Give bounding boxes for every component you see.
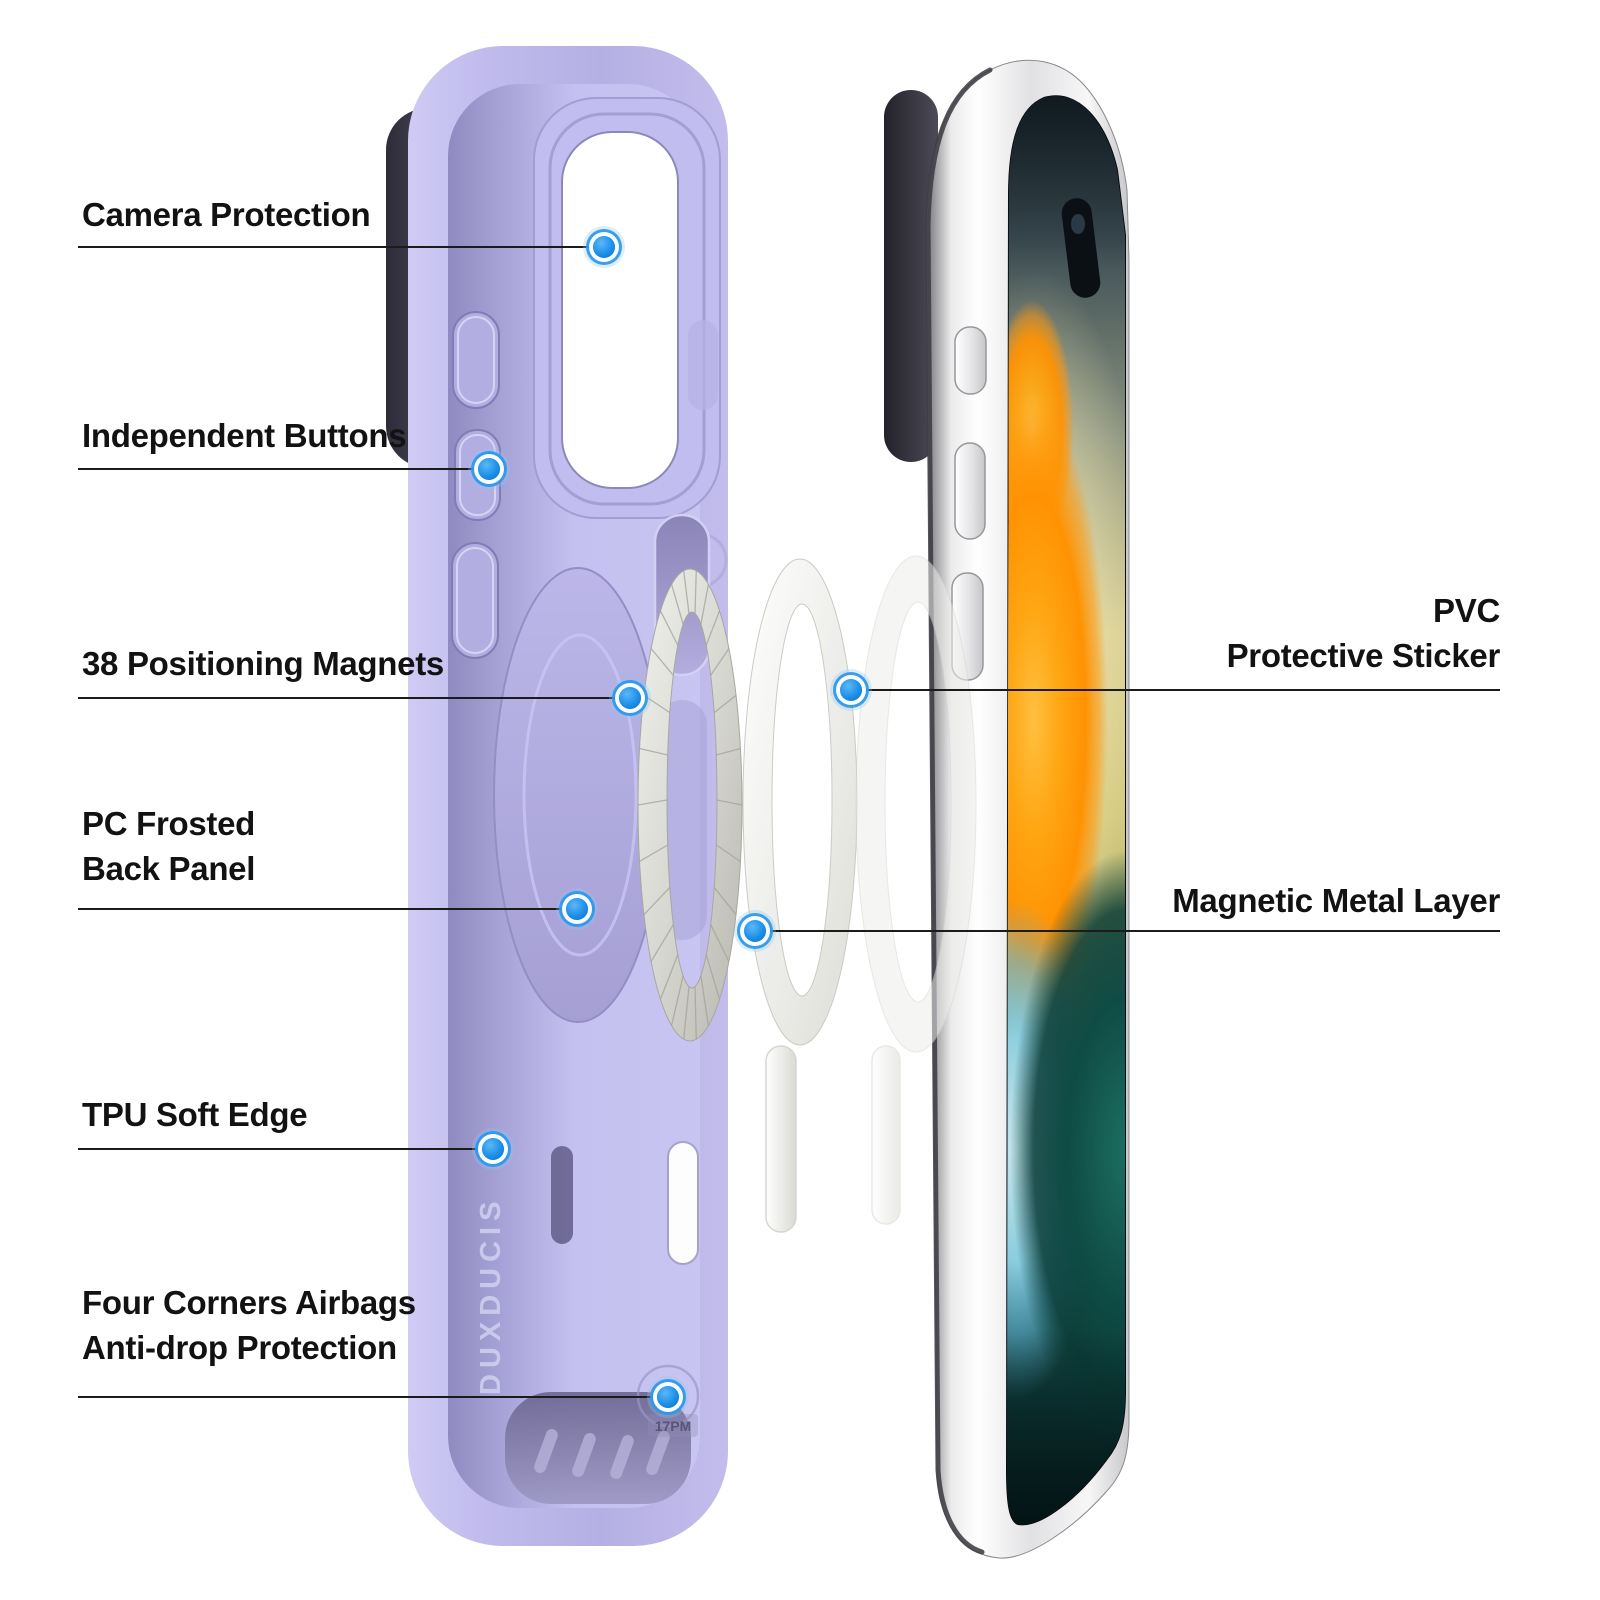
mold-marking-patch [648,1414,698,1437]
marker-dot-airbags [657,1386,679,1408]
camera-cutout-hole [561,131,679,489]
callout-label-pc-frosted-line1: PC Frosted [82,805,256,842]
phone-case-illustration: 17PM DUXDUCIS [386,46,728,1546]
phone-camera-bump [884,90,938,462]
phone-back-edge [925,67,993,1555]
leader-line-camera-protection [78,246,604,248]
callout-label-camera-protection: Camera Protection [82,196,371,233]
mold-marking-text: 17PM [655,1418,692,1434]
marker-dot-pc-frosted [566,898,588,920]
brand-engraving: DUXDUCIS [475,1196,507,1395]
marker-dot-independent-buttons [478,458,500,480]
bottom-slot-hole [667,1141,699,1265]
phone-wallpaper [1007,96,1125,1525]
phone-illustration [884,59,1130,1559]
case-side-buttons [451,311,501,659]
callout-label-tpu-soft-edge: TPU Soft Edge [82,1096,308,1133]
callout-label-pvc-line1: PVC [1433,592,1500,629]
bottom-interior-shadow [505,1392,691,1504]
magnet-ring-segments [637,570,743,1040]
leader-line-pc-frosted [78,908,577,910]
callout-label-airbags-line1: Four Corners Airbags [82,1284,416,1321]
leader-line-independent-buttons [78,468,489,470]
leader-line-positioning-magnets [78,697,630,699]
leader-line-magnetic-metal-layer [755,930,1500,932]
callout-label-pc-frosted-line2: Back Panel [82,850,256,887]
callout-label-positioning-magnets: 38 Positioning Magnets [82,645,444,682]
interior-molding [688,320,718,410]
leader-line-tpu-soft-edge [78,1148,493,1150]
marker-dot-pvc [840,679,862,701]
callout-label-pvc-line2: Protective Sticker [1226,637,1501,674]
marker-dot-magnetic-metal-layer [744,920,766,942]
ghost-ring-pvc [742,558,858,1046]
leader-line-airbags [78,1396,668,1398]
airbag-ridges [534,1429,670,1479]
callout-label-independent-buttons: Independent Buttons [82,417,407,454]
ghost-alignment-pill [765,1045,797,1233]
ghost-alignment-pill [871,1045,901,1225]
ghost-ring-metal-layer [855,555,977,1053]
marker-dot-tpu-soft-edge [482,1138,504,1160]
callout-label-airbags-line2: Anti-drop Protection [82,1329,397,1366]
leader-line-pvc [851,689,1500,691]
bottom-slot-dark [551,1146,573,1244]
magsafe-ring-illustrations [637,555,977,1233]
magnet-disc-ridge [522,633,638,957]
callout-label-magnetic-metal-layer: Magnetic Metal Layer [1172,882,1500,919]
camera-cutout-ridge [548,112,706,506]
marker-dot-positioning-magnets [619,687,641,709]
front-camera-dot [1071,214,1085,234]
marker-dot-camera-protection [593,236,615,258]
